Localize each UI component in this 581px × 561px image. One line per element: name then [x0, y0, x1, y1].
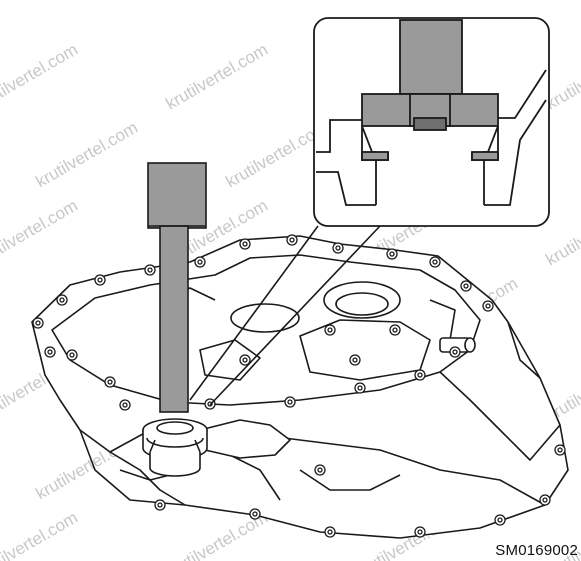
bolt-hole-center [327, 327, 333, 333]
tool-shaft-upper [147, 162, 207, 229]
watermark-text: krutilvertel.com [163, 40, 271, 114]
bolt-hole-center [327, 529, 333, 535]
bolt-hole-center [197, 259, 203, 265]
watermark-text: krutilvertel.com [0, 40, 81, 114]
bolt-hole-center [107, 379, 113, 385]
callout-detail [313, 17, 550, 227]
detail-housing-right [484, 69, 547, 206]
bolt-hole-center [357, 385, 363, 391]
bolt-hole-center [417, 372, 423, 378]
bolt-hole-center [335, 245, 341, 251]
bolt-hole-center [557, 447, 563, 453]
detail-tool-pilot [413, 117, 447, 131]
bolt-hole-center [389, 251, 395, 257]
figure-id: SM0169002 [495, 542, 578, 559]
bolt-hole-center [497, 517, 503, 523]
bolt-hole-center [147, 267, 153, 273]
bolt-hole-center [452, 349, 458, 355]
side-boss [199, 419, 291, 459]
bolt-hole-center [392, 327, 398, 333]
main-bore [323, 281, 401, 319]
bolt-hole-center [157, 502, 163, 508]
bolt-hole-center [289, 237, 295, 243]
watermark-text: krutilvertel.com [0, 196, 81, 270]
bearing-ring [146, 437, 204, 448]
bolt-hole-center [252, 511, 258, 517]
bolt-hole-center [97, 277, 103, 283]
bolt-hole-center [59, 297, 65, 303]
bolt-hole-center [69, 352, 75, 358]
bolt-hole-center [432, 259, 438, 265]
bolt-hole-center [542, 497, 548, 503]
bolt-hole-center [242, 357, 248, 363]
bolt-holes [32, 234, 566, 538]
bolt-hole-center [287, 399, 293, 405]
bolt-hole-center [463, 283, 469, 289]
bolt-hole-center [47, 349, 53, 355]
bolt-hole-center [317, 467, 323, 473]
press-tool [142, 162, 208, 477]
detail-tool-shaft [399, 19, 463, 95]
bolt-hole-center [485, 303, 491, 309]
tool-shaft-lower [159, 225, 189, 413]
bolt-hole-center [352, 357, 358, 363]
callout-leader [189, 225, 381, 406]
detail-housing-left [316, 119, 376, 206]
watermark-text: krutilvertel.com [0, 508, 81, 561]
watermark-text: krutilvertel.com [33, 118, 141, 192]
bolt-hole-center [417, 529, 423, 535]
bolt-hole-center [35, 320, 41, 326]
bolt-hole-center [122, 402, 128, 408]
bolt-hole-center [242, 241, 248, 247]
